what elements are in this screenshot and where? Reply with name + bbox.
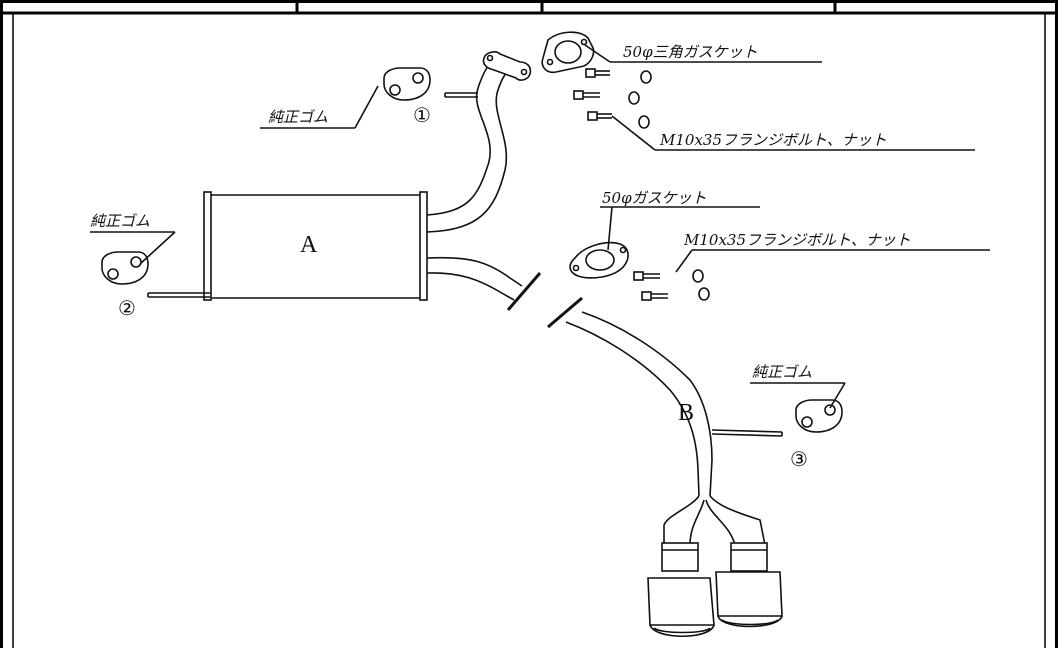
- gasket-round-label: 50φガスケット: [602, 189, 707, 207]
- rubber-label-1: 純正ゴム: [268, 108, 328, 126]
- triangle-gasket-icon: [541, 31, 595, 74]
- hanger-number-2: ②: [118, 296, 136, 320]
- rubber-hanger-1-icon: [383, 67, 431, 101]
- hanger-number-3: ③: [790, 447, 808, 471]
- part-b-label: B: [678, 400, 694, 426]
- leader-lines: [90, 44, 990, 409]
- bolt-nut-label-1: M10x35フランジボルト、ナット: [659, 131, 887, 149]
- hanger-number-1: ①: [413, 103, 431, 127]
- bolts-nuts-set-1-icon: [573, 68, 652, 129]
- part-a-label: A: [300, 232, 318, 258]
- gasket-triangle-label: 50φ三角ガスケット: [623, 43, 758, 61]
- bolt-nut-label-2: M10x35フランジボルト、ナット: [683, 231, 911, 249]
- rubber-hanger-3-icon: [795, 399, 843, 433]
- front-pipe: [426, 51, 532, 233]
- round-gasket-icon: [569, 241, 629, 279]
- pipe-b: [547, 296, 783, 638]
- rubber-hanger-2-icon: [101, 251, 149, 285]
- middle-pipe: [426, 256, 542, 311]
- rubber-label-3: 純正ゴム: [752, 363, 812, 381]
- bolts-nuts-set-2-icon: [633, 269, 710, 301]
- muffler-a: [147, 191, 428, 301]
- rubber-label-2: 純正ゴム: [90, 212, 150, 230]
